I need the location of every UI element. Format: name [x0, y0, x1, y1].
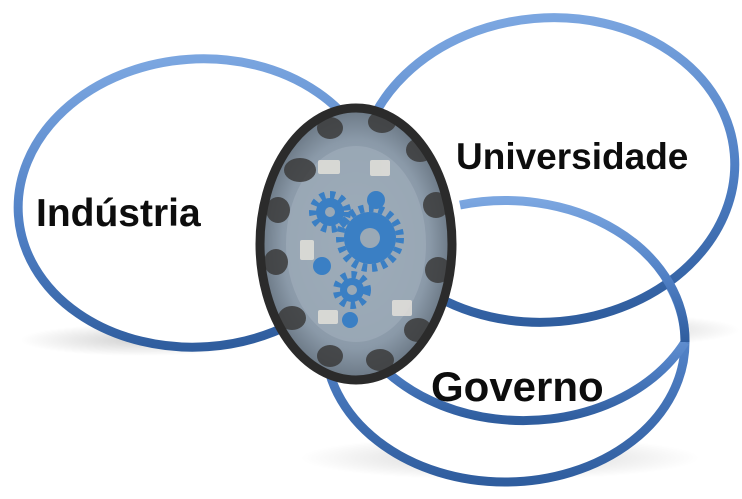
ellipse-governo-top-arc: [459, 196, 690, 343]
label-governo: Governo: [431, 363, 604, 410]
label-industria: Indústria: [36, 192, 201, 235]
center-photo-frame: [255, 103, 457, 385]
center-photo: [255, 103, 457, 385]
label-universidade: Universidade: [456, 136, 689, 177]
